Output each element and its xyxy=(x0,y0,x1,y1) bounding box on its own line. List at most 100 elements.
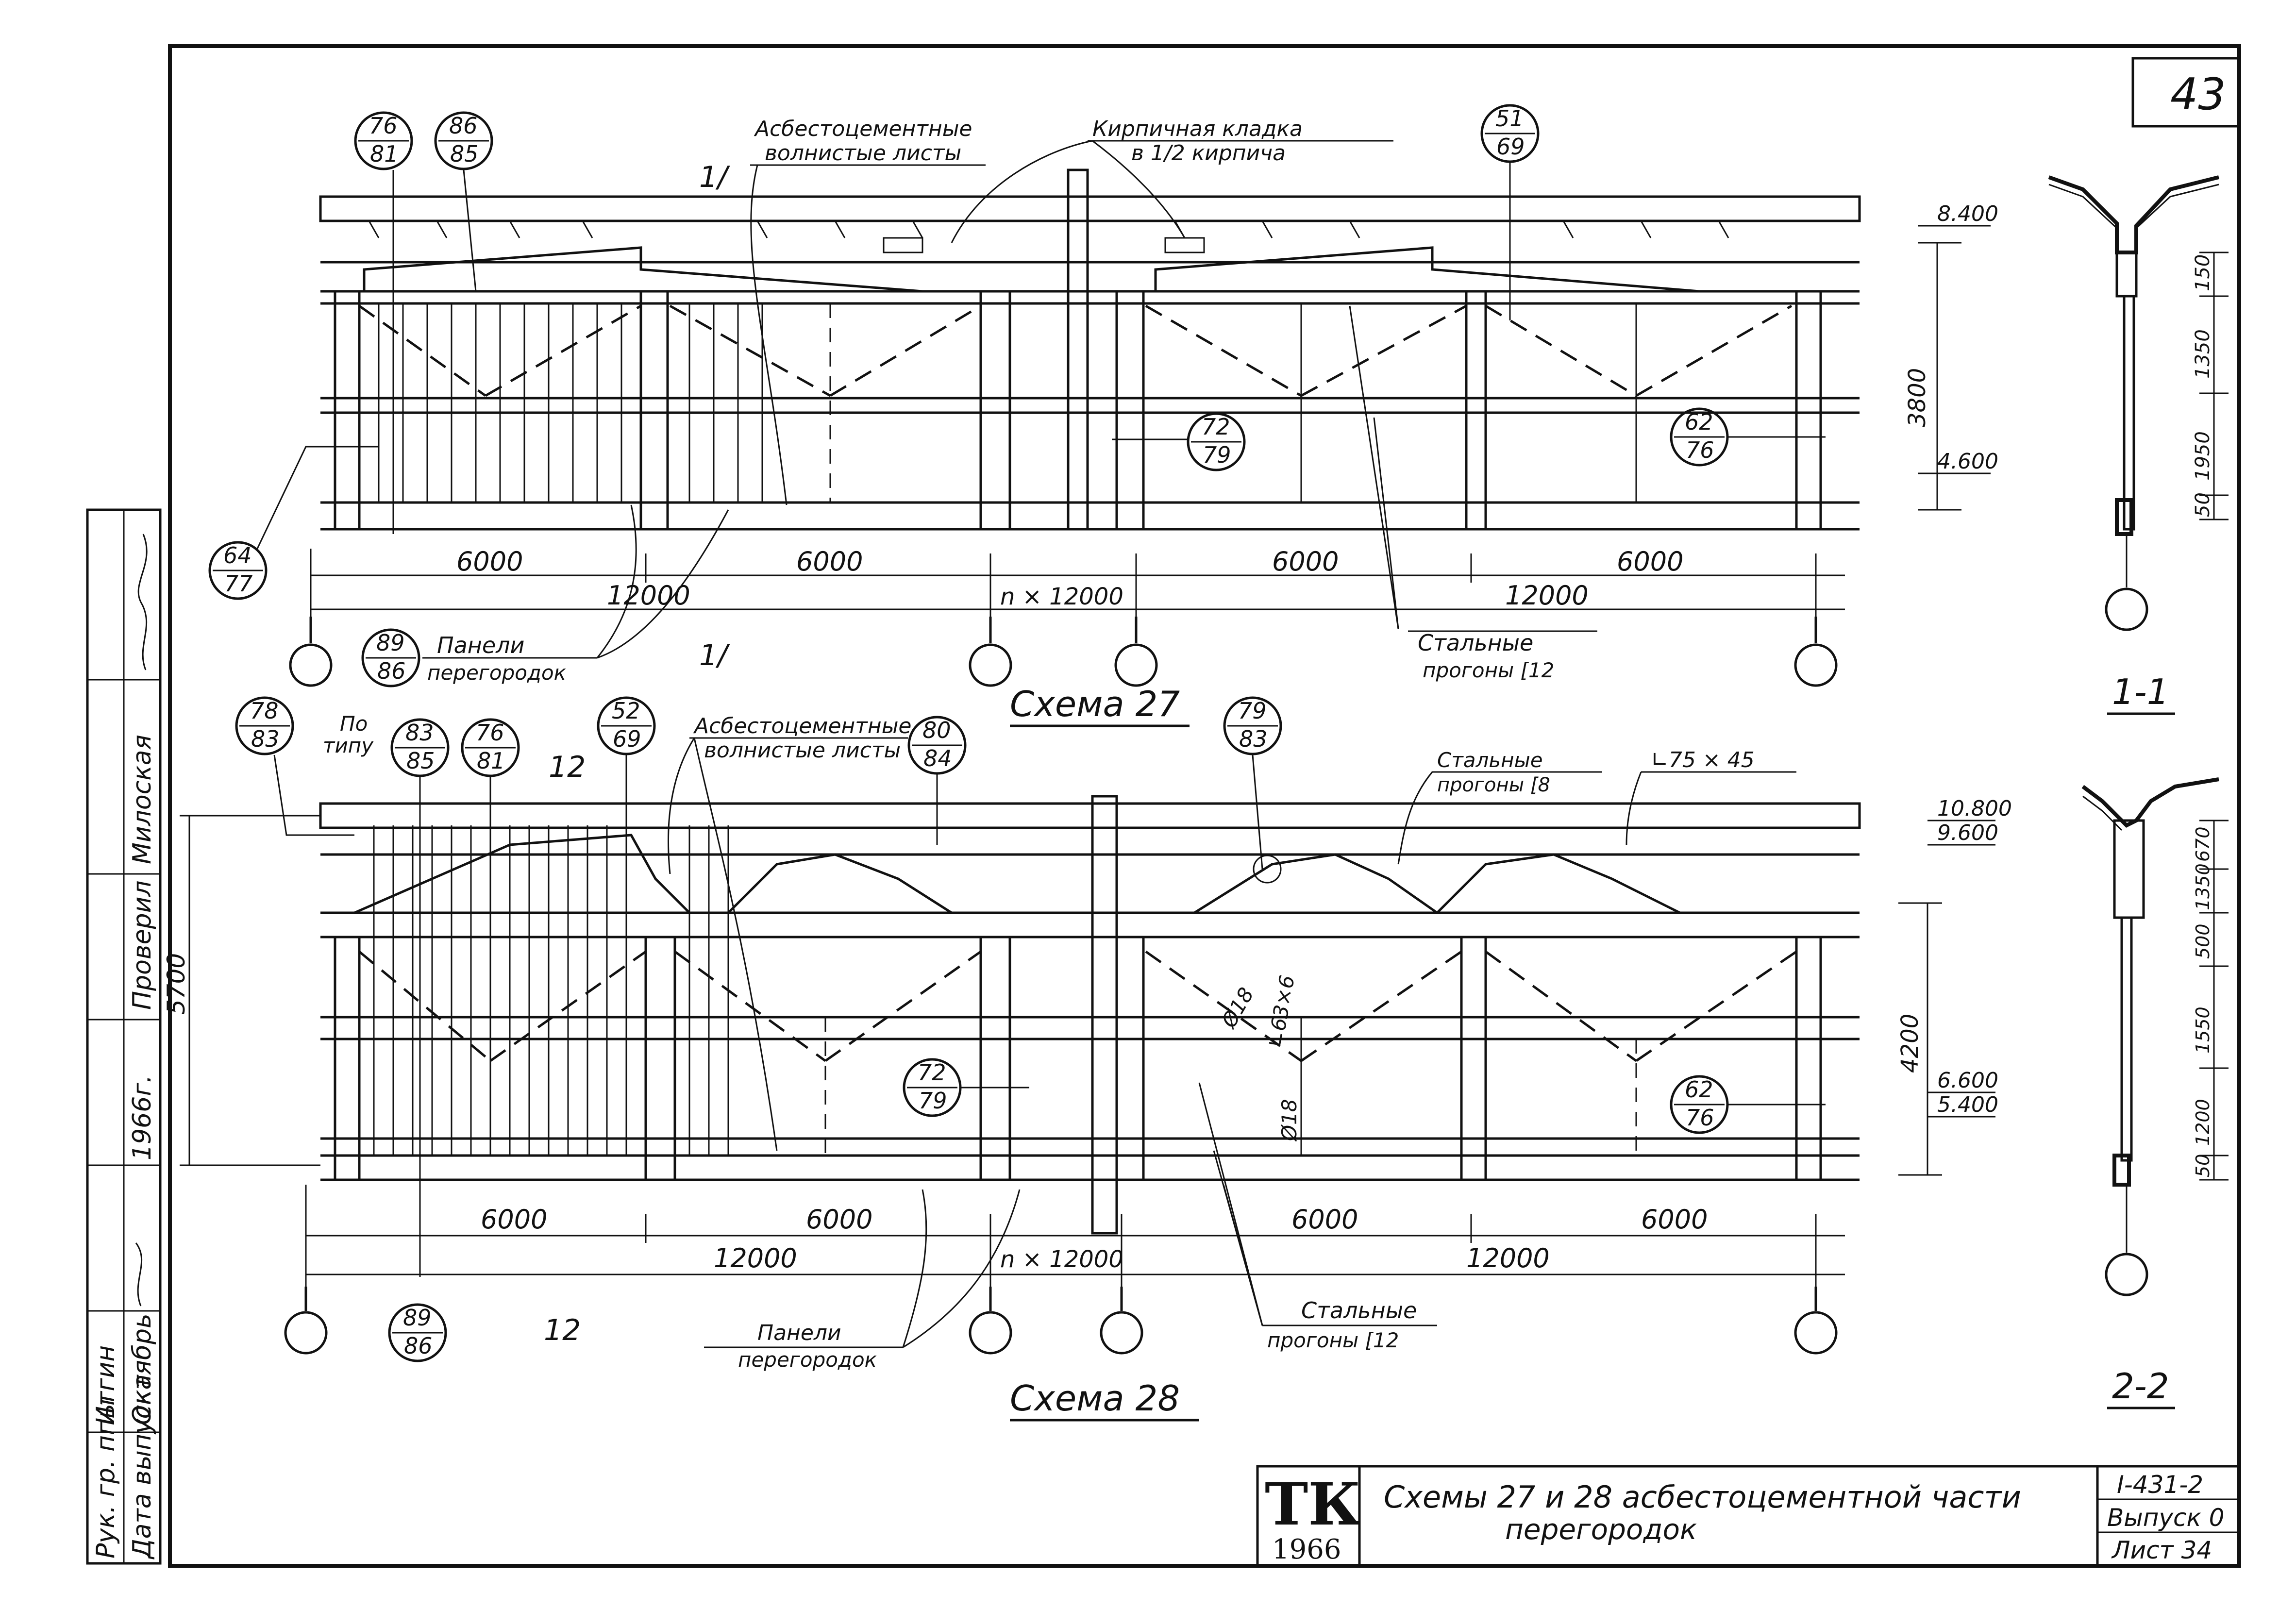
s27-dim-6000-4: 6000 xyxy=(1617,546,1683,577)
s27-cut-mark-bottom: 1/ xyxy=(699,638,730,672)
s27-ref-89-86: 89 86 xyxy=(361,628,420,687)
s27-note-panels-2: перегородок xyxy=(427,661,567,685)
s28-ref-52-69: 52 69 xyxy=(597,696,656,942)
issue-number: Выпуск 0 xyxy=(2107,1504,2224,1532)
s27-ref-86-85: 86 85 xyxy=(434,111,493,292)
s27-note-purlins-1: Стальные xyxy=(1418,630,1533,656)
svg-text:83: 83 xyxy=(405,720,434,746)
side-stamp: Рук. гр. ппы Дата выпуска Итгин Октябрь … xyxy=(86,508,162,1565)
svg-text:76: 76 xyxy=(476,720,504,746)
s28-ref-76-81: 76 81 xyxy=(461,718,520,835)
s28-title: Схема 28 xyxy=(1010,1378,1180,1419)
s27-level-bottom: 4.600 xyxy=(1937,449,1998,474)
title-line-2: перегородок xyxy=(1505,1513,1697,1546)
s22-dim-500: 500 xyxy=(2192,923,2213,959)
s28-note-angle: ∟75 × 45 xyxy=(1651,748,1755,772)
s28-level-1: 10.800 xyxy=(1937,796,2012,821)
svg-text:76: 76 xyxy=(1686,1105,1714,1131)
s27-note-brick-1: Кирпичная кладка xyxy=(1092,117,1303,141)
series-code: I-431-2 xyxy=(2117,1471,2203,1499)
s27-ref-64-77: 64 77 xyxy=(208,446,379,600)
s28-level-3: 6.600 xyxy=(1937,1068,1998,1093)
s27-note-purlins-2: прогоны [12 xyxy=(1423,658,1554,682)
svg-text:76: 76 xyxy=(369,113,398,139)
s11-dim-50: 50 xyxy=(2192,492,2214,517)
s28-vertical-dim-left: 5700 xyxy=(162,953,190,1015)
s27-dim-6000-1: 6000 xyxy=(456,546,523,577)
scheme-27: 6000 6000 6000 6000 12000 n × 12000 1200… xyxy=(208,104,1998,727)
svg-text:51: 51 xyxy=(1495,105,1524,132)
s28-by-type-2: типу xyxy=(323,734,374,757)
svg-text:64: 64 xyxy=(223,542,252,569)
s27-dim-6000-2: 6000 xyxy=(796,546,863,577)
signature xyxy=(135,1242,143,1307)
svg-text:72: 72 xyxy=(918,1059,946,1086)
s28-dim-12000-2: 12000 xyxy=(1466,1243,1550,1274)
s28-dim-6000-2: 6000 xyxy=(806,1204,872,1235)
s22-dim-50: 50 xyxy=(2192,1154,2213,1177)
s11-dim-1350: 1350 xyxy=(2192,329,2214,379)
s27-note-brick-2: в 1/2 кирпича xyxy=(1131,141,1286,166)
s27-ref-62-76: 62 76 xyxy=(1670,407,1826,467)
svg-text:69: 69 xyxy=(1496,134,1525,160)
s28-note-purlins-1: Стальные xyxy=(1301,1297,1417,1324)
s22-dim-1550: 1550 xyxy=(2192,1006,2213,1054)
s22-label: 2-2 xyxy=(2112,1366,2169,1407)
stamp-role-3: Проверил xyxy=(128,880,157,1010)
s28-note-rod3: Ø18 xyxy=(1277,1099,1301,1142)
s11-dim-1950: 1950 xyxy=(2192,431,2214,481)
s27-dim-6000-3: 6000 xyxy=(1272,546,1339,577)
s28-note-purlins-top-2: прогоны [8 xyxy=(1437,774,1550,796)
s27-dim-12000-1: 12000 xyxy=(607,580,690,611)
stamp-role-1: Рук. гр. ппы xyxy=(91,1399,120,1559)
stamp-date-1: Октябрь xyxy=(128,1313,157,1425)
s28-ref-78-83: 78 83 xyxy=(235,696,354,836)
s28-dim-12000-1: 12000 xyxy=(714,1243,797,1274)
svg-text:79: 79 xyxy=(1203,442,1231,468)
stamp-tk: ТК xyxy=(1265,1470,1361,1539)
s28-dim-6000-4: 6000 xyxy=(1641,1204,1708,1235)
svg-text:81: 81 xyxy=(477,748,505,774)
s28-ref-80-84: 80 84 xyxy=(907,716,967,845)
s28-note-panels-2: перегородок xyxy=(738,1348,877,1372)
svg-text:76: 76 xyxy=(1686,437,1714,463)
svg-text:86: 86 xyxy=(404,1333,433,1359)
s28-cut-mark-top: 12 xyxy=(549,750,586,784)
svg-text:69: 69 xyxy=(613,726,641,752)
s27-ref-51-69: 51 69 xyxy=(1480,104,1540,320)
title-block: ТК 1966 Схемы 27 и 28 асбестоцементной ч… xyxy=(1256,1465,2241,1567)
s28-dim-n12000: n × 12000 xyxy=(1000,1246,1123,1273)
svg-text:81: 81 xyxy=(370,141,399,167)
section-1-1: 150 1350 1950 50 1-1 xyxy=(2048,175,2229,715)
s11-dim-150: 150 xyxy=(2192,254,2214,291)
stamp-year: 1966г. xyxy=(128,1075,157,1160)
s27-note-asbestos-1: Асбестоцементные xyxy=(754,117,972,141)
svg-text:80: 80 xyxy=(922,717,951,743)
s28-dim-6000-3: 6000 xyxy=(1291,1204,1358,1235)
stamp-year: 1966 xyxy=(1272,1534,1341,1565)
svg-text:85: 85 xyxy=(450,141,479,167)
s27-ref-72-79: 72 79 xyxy=(1112,412,1246,471)
scheme-28: 6000 6000 6000 6000 12000 n × 12000 1200… xyxy=(162,696,2012,1422)
svg-text:72: 72 xyxy=(1202,414,1230,440)
svg-text:62: 62 xyxy=(1685,1076,1713,1103)
s28-note-purlins-2: прогоны [12 xyxy=(1267,1328,1399,1352)
svg-text:62: 62 xyxy=(1685,409,1713,435)
svg-text:77: 77 xyxy=(224,570,253,597)
stamp-name-2: Милоская xyxy=(128,735,157,864)
s27-level-top: 8.400 xyxy=(1937,201,1998,226)
s28-note-asbestos-1: Асбестоцементные xyxy=(693,714,912,738)
s27-note-panels-1: Панели xyxy=(437,632,524,658)
svg-text:79: 79 xyxy=(919,1088,947,1114)
s22-dim-1200: 1200 xyxy=(2192,1099,2213,1146)
svg-text:89: 89 xyxy=(403,1305,432,1331)
s27-ref-76-81: 76 81 xyxy=(354,111,413,534)
s28-dim-6000-1: 6000 xyxy=(481,1204,547,1235)
s27-note-asbestos-2: волнистые листы xyxy=(765,141,961,166)
s27-cut-mark-top: 1/ xyxy=(699,160,730,194)
s27-title: Схема 27 xyxy=(1010,684,1180,724)
sheet-frame xyxy=(168,44,2241,1568)
s28-cut-mark-bottom: 12 xyxy=(544,1313,581,1347)
s22-dim-1350: 1350 xyxy=(2192,863,2213,910)
